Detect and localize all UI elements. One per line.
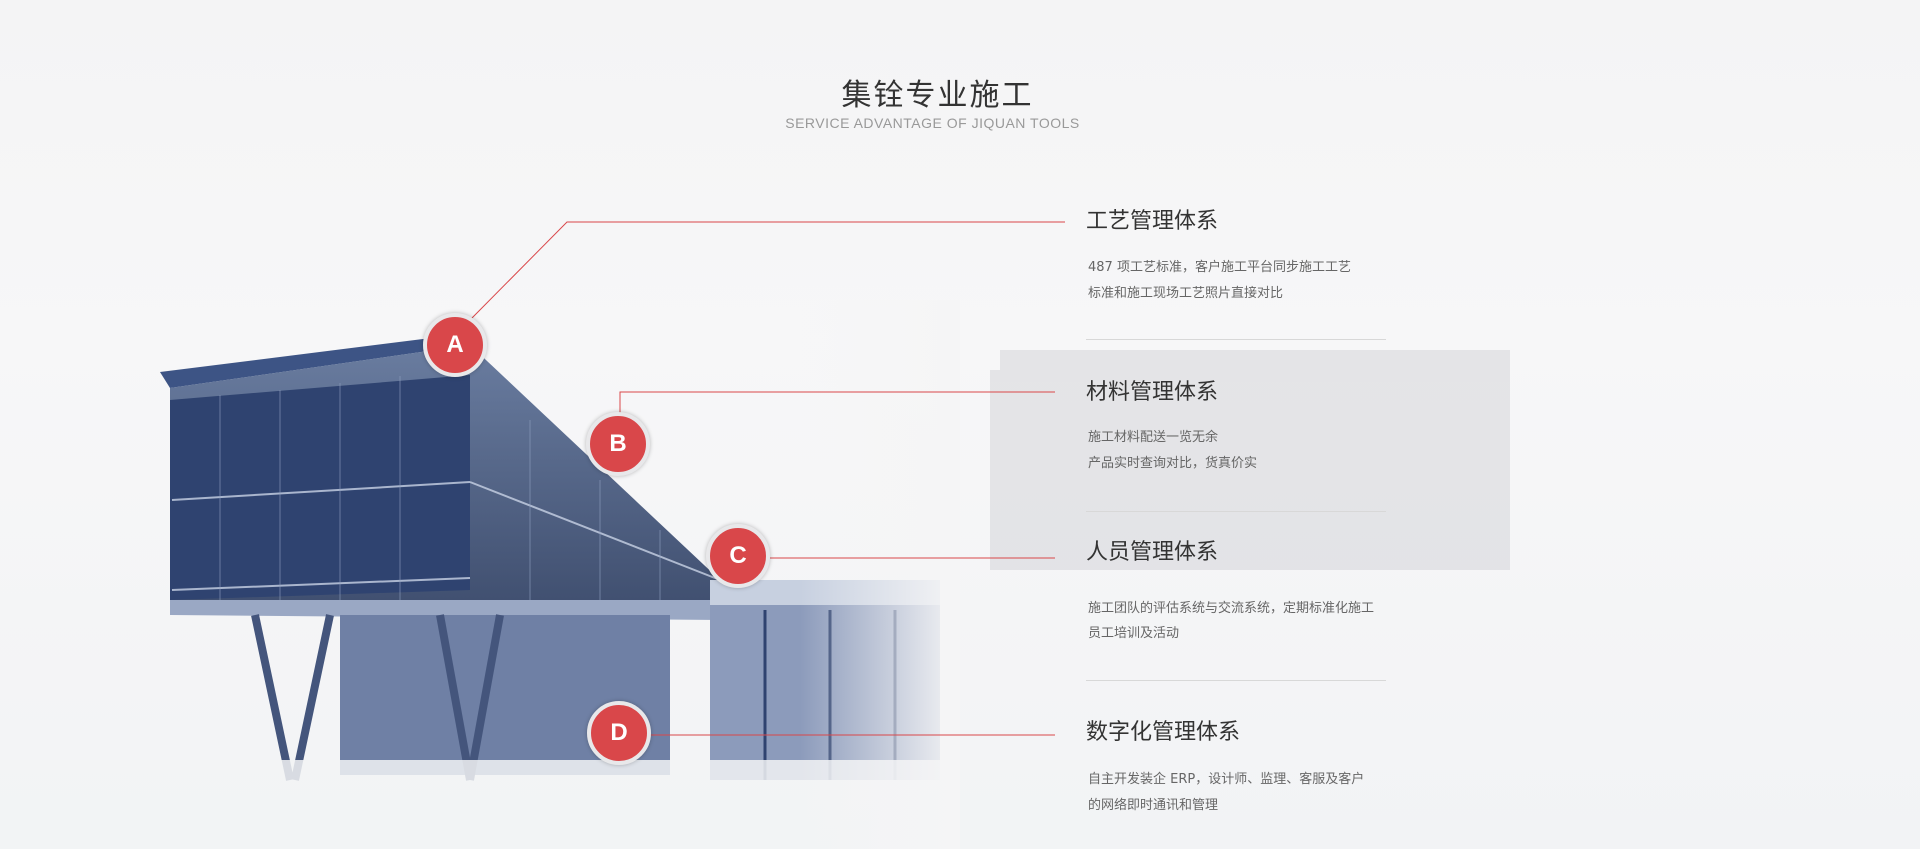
divider (1086, 339, 1386, 340)
marker-c[interactable]: C (706, 524, 770, 588)
feature-desc-line: 标准和施工现场工艺照片直接对比 (1088, 286, 1284, 301)
feature-title: 数字化管理体系 (1086, 720, 1241, 745)
connector-line-b (619, 391, 1055, 420)
feature-desc-line: 的网络即时通讯和管理 (1088, 798, 1219, 813)
feature-process-management: 工艺管理体系 487 项工艺标准，客户施工平台同步施工工艺 标准和施工现场工艺照… (1086, 207, 1386, 301)
divider (1086, 511, 1386, 512)
marker-a[interactable]: A (423, 313, 487, 377)
feature-desc-line: 施工团队的评估系统与交流系统，定期标准化施工 (1088, 601, 1375, 616)
feature-desc-line: 产品实时查询对比，货真价实 (1088, 456, 1258, 471)
section-title: 集铨专业施工 (841, 78, 1034, 113)
feature-desc-line: 487 项工艺标准，客户施工平台同步施工工艺 (1088, 260, 1351, 275)
divider (1086, 680, 1386, 681)
feature-desc-line: 自主开发装企 ERP，设计师、监理、客服及客户 (1088, 772, 1365, 787)
feature-title: 材料管理体系 (1086, 380, 1219, 405)
feature-title: 人员管理体系 (1086, 540, 1219, 565)
marker-d[interactable]: D (587, 701, 651, 765)
feature-title: 工艺管理体系 (1086, 209, 1219, 234)
section-subtitle: SERVICE ADVANTAGE OF JIQUAN TOOLS (785, 115, 1080, 131)
feature-desc-line: 员工培训及活动 (1088, 626, 1180, 641)
feature-digital-management: 数字化管理体系 自主开发装企 ERP，设计师、监理、客服及客户 的网络即时通讯和… (1086, 718, 1386, 813)
feature-desc-line: 施工材料配送一览无余 (1088, 430, 1219, 445)
feature-staff-management: 人员管理体系 施工团队的评估系统与交流系统，定期标准化施工 员工培训及活动 (1086, 538, 1386, 641)
feature-material-management: 材料管理体系 施工材料配送一览无余 产品实时查询对比，货真价实 (1086, 378, 1386, 471)
connector-line-a (469, 221, 1065, 321)
marker-b[interactable]: B (586, 412, 650, 476)
